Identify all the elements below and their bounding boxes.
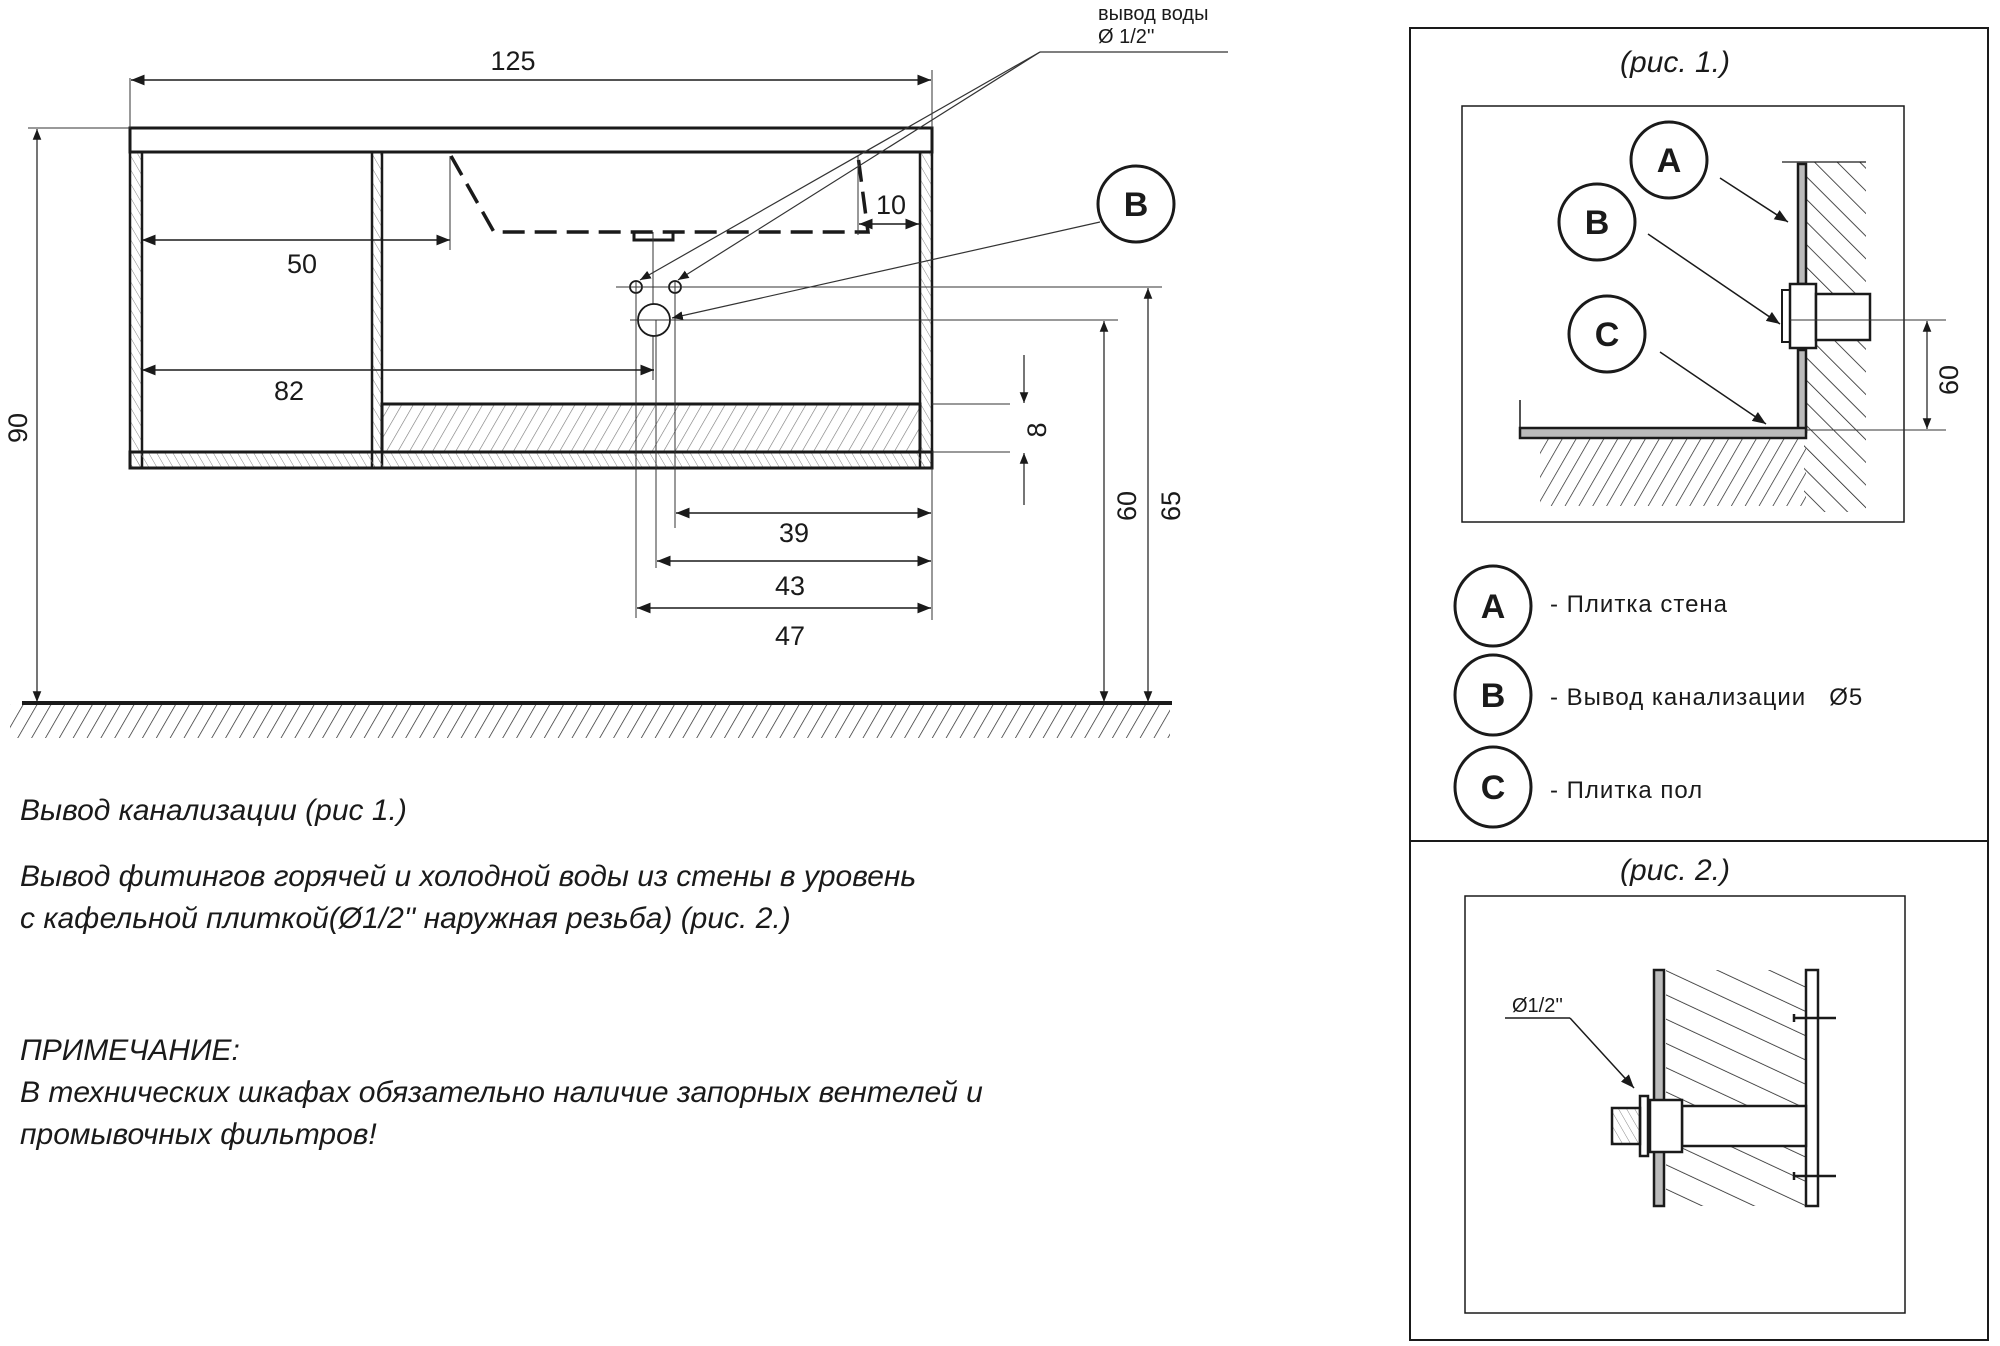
dim-43: 43 — [775, 571, 805, 601]
bottom-panel — [128, 450, 934, 470]
fig1-marker-b: B — [1585, 204, 1610, 242]
floor-tile — [1518, 426, 1808, 440]
right-panel — [1409, 27, 1989, 1341]
water-outlet-callout: вывод воды Ø 1/2'' — [639, 3, 1228, 281]
legend-a-text: - Плитка стена — [1550, 591, 1728, 618]
dim-height-total: 90 — [3, 413, 33, 443]
dim-47: 47 — [775, 621, 805, 651]
dim-drain-offset-left: 82 — [274, 376, 304, 406]
dim-shelf-thickness: 8 — [1022, 422, 1052, 437]
wall-tile — [1796, 162, 1808, 286]
fig2-caption: (рис. 2.) — [1620, 854, 1730, 887]
dim-water-height: 65 — [1156, 491, 1186, 521]
fig1-marker-a: A — [1657, 142, 1682, 180]
legend-c-letter: C — [1481, 769, 1506, 807]
fig2-frame — [1464, 895, 1906, 1314]
fig1-frame — [1461, 105, 1905, 523]
right-wall — [918, 150, 934, 470]
legend-c-text: - Плитка пол — [1550, 777, 1703, 804]
cabinet-elevation — [128, 126, 1162, 618]
fig2: (рис. 2.) Ø1/2'' — [1464, 854, 1906, 1314]
note-text-line1: В технических шкафах обязательно наличие… — [20, 1076, 983, 1109]
dim-drain-height: 60 — [1112, 491, 1142, 521]
callout-b: B — [671, 164, 1176, 320]
note-fittings-line1: Вывод фитингов горячей и холодной воды и… — [20, 860, 917, 893]
countertop — [128, 126, 934, 154]
floor — [10, 701, 1172, 738]
water-outlet-diameter: Ø 1/2'' — [1098, 26, 1155, 48]
dim-sink-offset-left: 50 — [287, 249, 317, 279]
fig1-caption: (рис. 1.) — [1620, 46, 1730, 79]
note-fittings-line2: с кафельной плиткой(Ø1/2'' наружная резь… — [20, 902, 791, 935]
water-outlet-label: вывод воды — [1098, 3, 1208, 25]
fig1-dimension: 60 — [1934, 365, 1964, 395]
hatched-shelf — [380, 402, 922, 454]
note-text-line2: промывочных фильтров! — [20, 1118, 377, 1151]
note-sewer-outlet: Вывод канализации (рис 1.) — [20, 794, 407, 827]
dim-total-width: 125 — [490, 46, 535, 76]
legend-b-text: - Вывод канализации Ø5 — [1550, 684, 1863, 711]
callout-b-letter: B — [1124, 186, 1149, 224]
sink-outline — [449, 155, 870, 234]
note-title: ПРИМЕЧАНИЕ: — [20, 1034, 240, 1067]
fig2-diameter-label: Ø1/2'' — [1512, 995, 1563, 1017]
fig1-marker-c: C — [1595, 316, 1620, 354]
fig1-legend: A - Плитка стена B - Вывод канализации Ø… — [1453, 564, 1863, 829]
fig1: (рис. 1.) 60 A B C — [1461, 46, 1964, 523]
dimensions: 125 50 82 10 90 8 39 43 47 60 65 — [3, 46, 1186, 702]
fitting — [1648, 1098, 1684, 1154]
left-wall — [128, 150, 144, 470]
dim-sink-offset-right: 10 — [876, 190, 906, 220]
legend-a-letter: A — [1481, 588, 1506, 626]
legend-b-letter: B — [1481, 677, 1506, 715]
dim-39: 39 — [779, 518, 809, 548]
fig2-wall-tile — [1652, 968, 1666, 1208]
